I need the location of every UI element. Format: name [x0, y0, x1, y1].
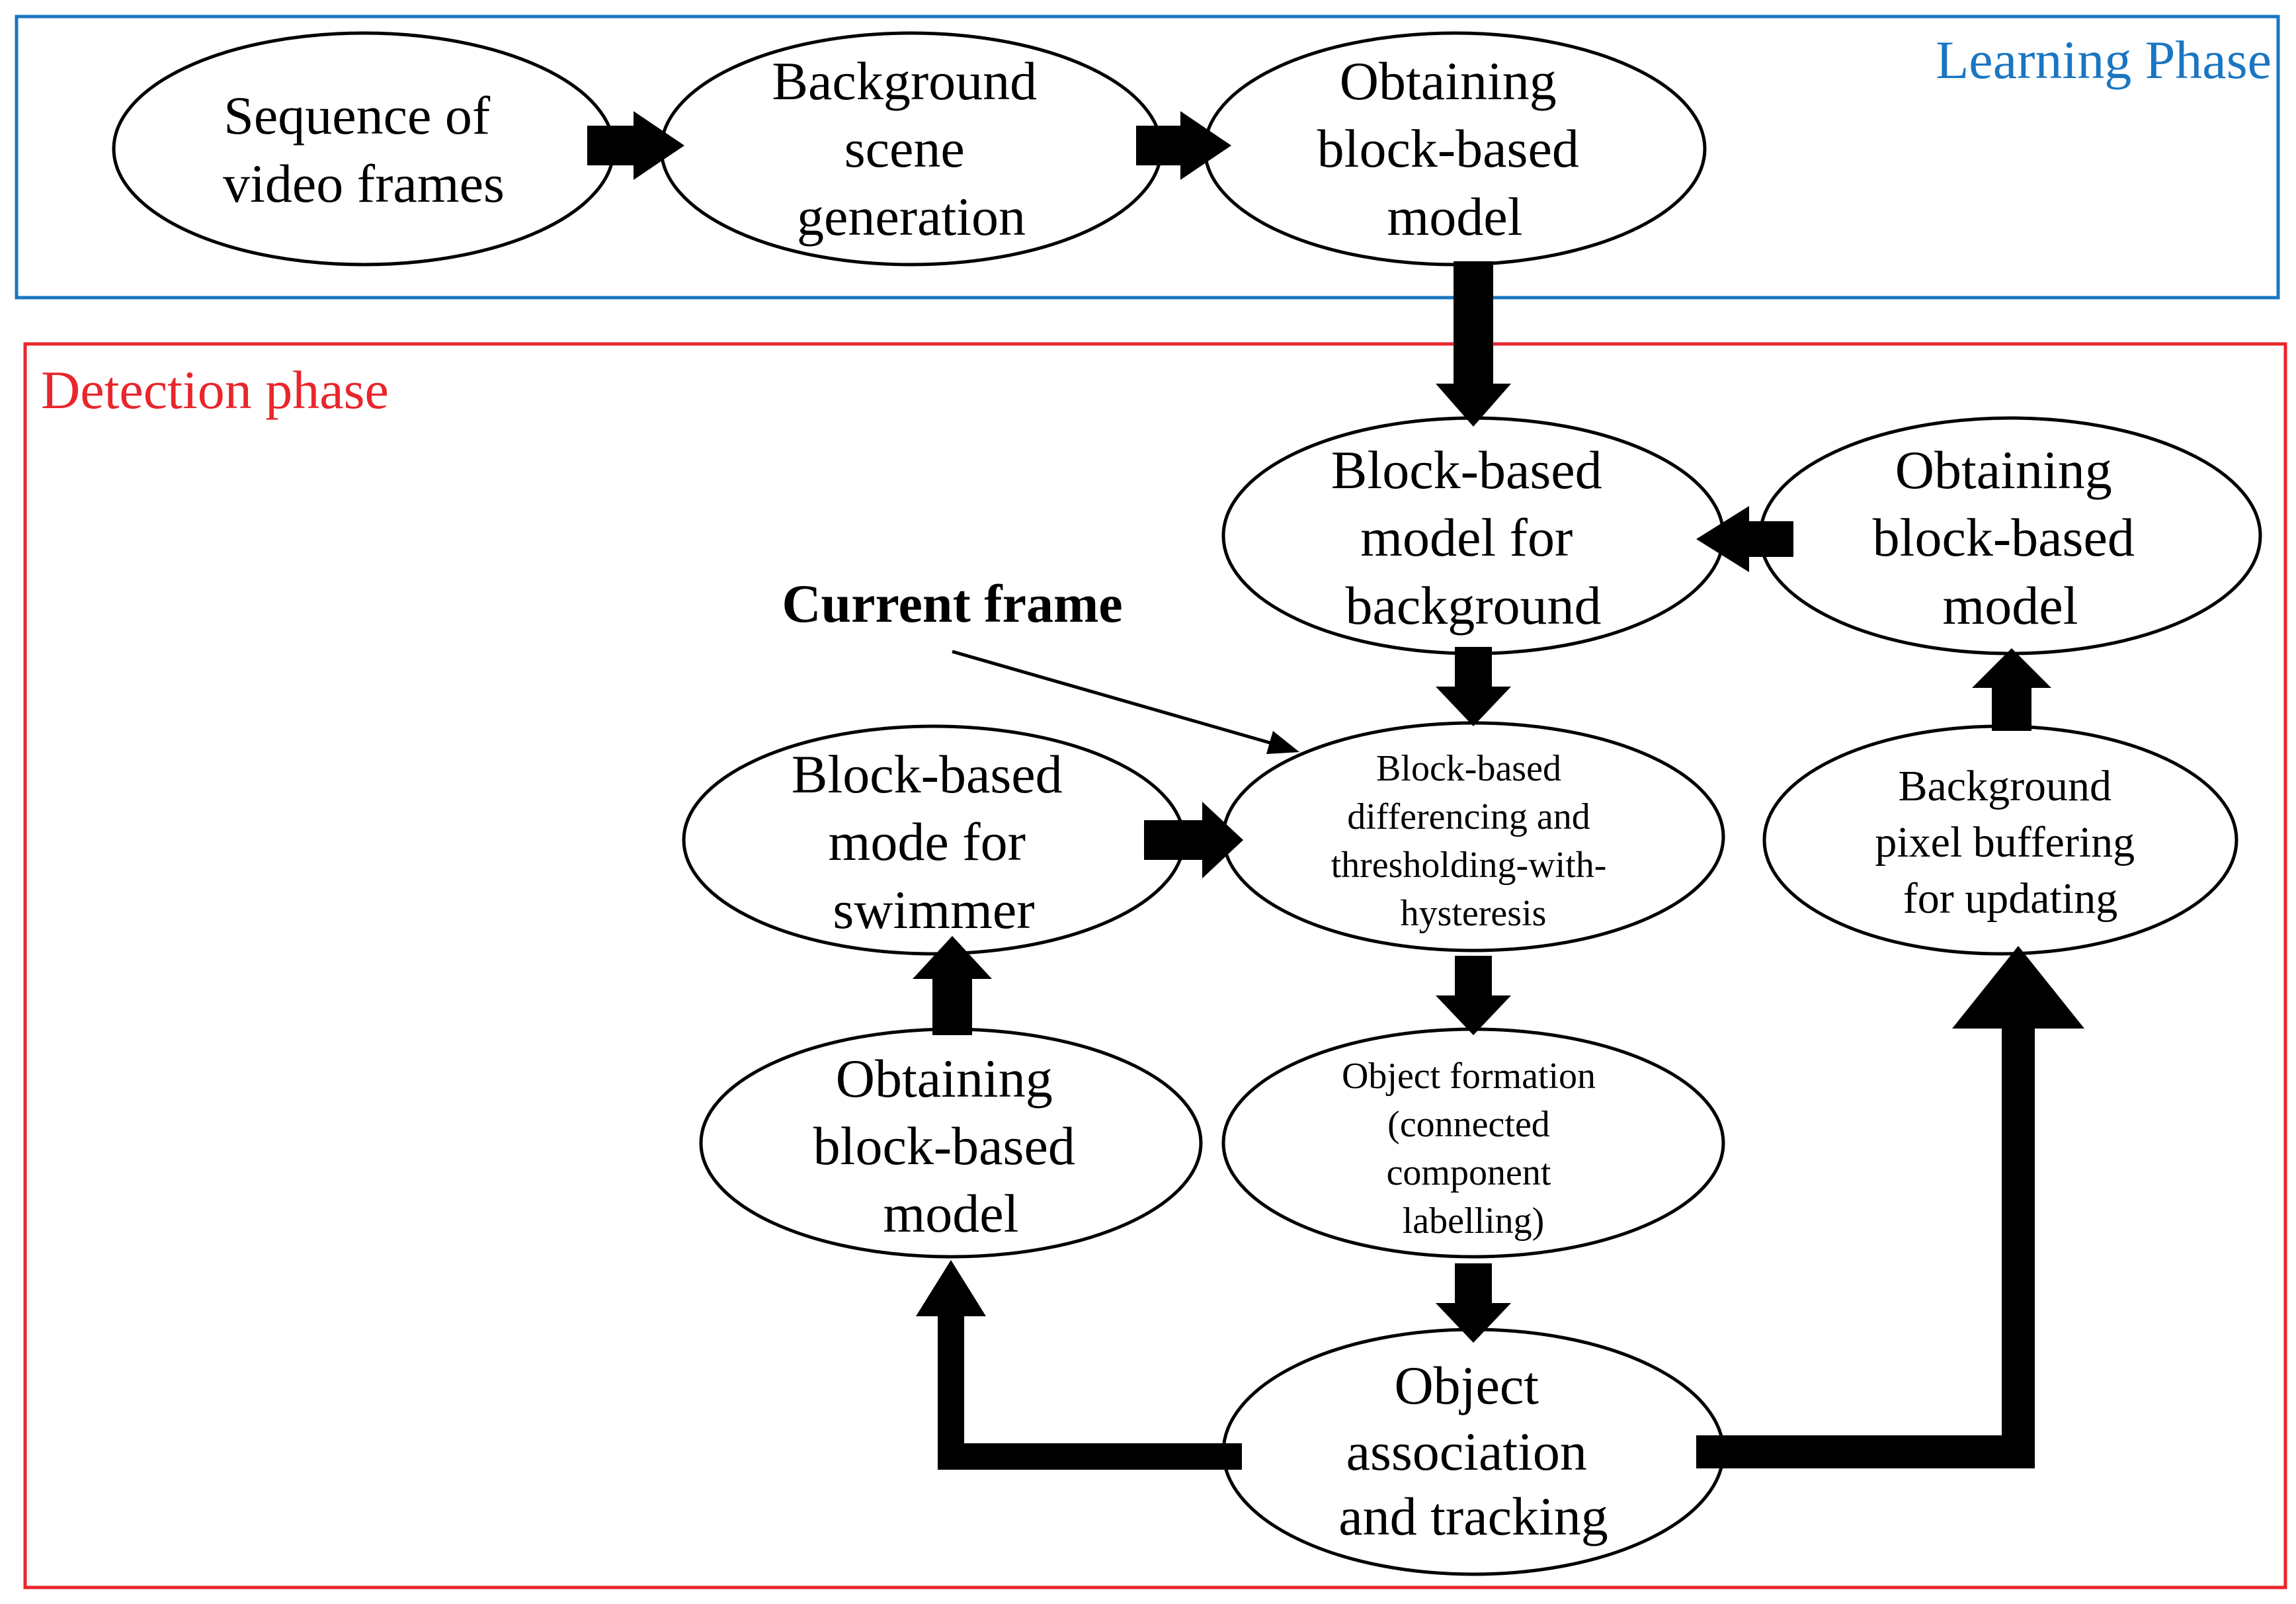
arrowhead-to-obtaining-left	[916, 1260, 986, 1316]
current-frame-label: Current frame	[782, 573, 1122, 634]
node-object-formation-text: Object formation (connected component la…	[1342, 1056, 1605, 1242]
node-sequence-text: Sequence of video frames	[223, 85, 505, 214]
arrow-sequence-to-background	[587, 111, 684, 180]
learning-phase-label: Learning Phase	[1936, 30, 2272, 90]
node-sequence-ellipse	[112, 31, 616, 267]
node-obtaining-top-text: Obtaining block-based model	[1317, 51, 1593, 247]
arrow-obtaining-left-to-swimmer	[913, 936, 992, 1035]
connector-association-to-obtaining-left	[938, 1313, 1242, 1470]
node-association-text: Object association and tracking	[1338, 1355, 1608, 1546]
arrow-object-formation-to-association	[1436, 1263, 1511, 1343]
node-obtaining-left-text: Obtaining block-based model	[813, 1048, 1089, 1244]
detection-phase-box	[23, 342, 2287, 1589]
arrow-obtaining-right-to-bg-model	[1696, 506, 1793, 572]
node-background-generation-text: Background scene generation	[772, 51, 1050, 247]
connector-association-to-buffering	[1696, 1019, 2035, 1468]
arrow-swimmer-to-differencing	[1144, 802, 1243, 878]
arrow-buffering-to-obtaining-right	[1972, 648, 2051, 731]
arrow-background-to-obtaining	[1136, 111, 1231, 180]
node-differencing-text: Block-based differencing and thresholdin…	[1331, 748, 1616, 934]
detection-phase-label: Detection phase	[41, 360, 389, 420]
node-buffering-text: Background pixel buffering for updating	[1875, 762, 2145, 923]
node-bg-model-text: Block-based model for background	[1331, 440, 1616, 636]
arrowhead-to-buffering	[1952, 946, 2084, 1029]
arrow-obtaining-to-bg-model	[1436, 261, 1511, 427]
current-frame-pointer-line	[952, 650, 1287, 749]
arrow-bg-model-to-differencing	[1436, 647, 1511, 726]
current-frame-pointer-arrowhead	[1266, 731, 1299, 754]
node-swimmer-mode-text: Block-based mode for swimmer	[792, 744, 1076, 940]
learning-phase-box	[15, 15, 2280, 300]
arrow-differencing-to-object-formation	[1436, 956, 1511, 1035]
node-obtaining-right-text: Obtaining block-based model	[1873, 440, 2149, 636]
